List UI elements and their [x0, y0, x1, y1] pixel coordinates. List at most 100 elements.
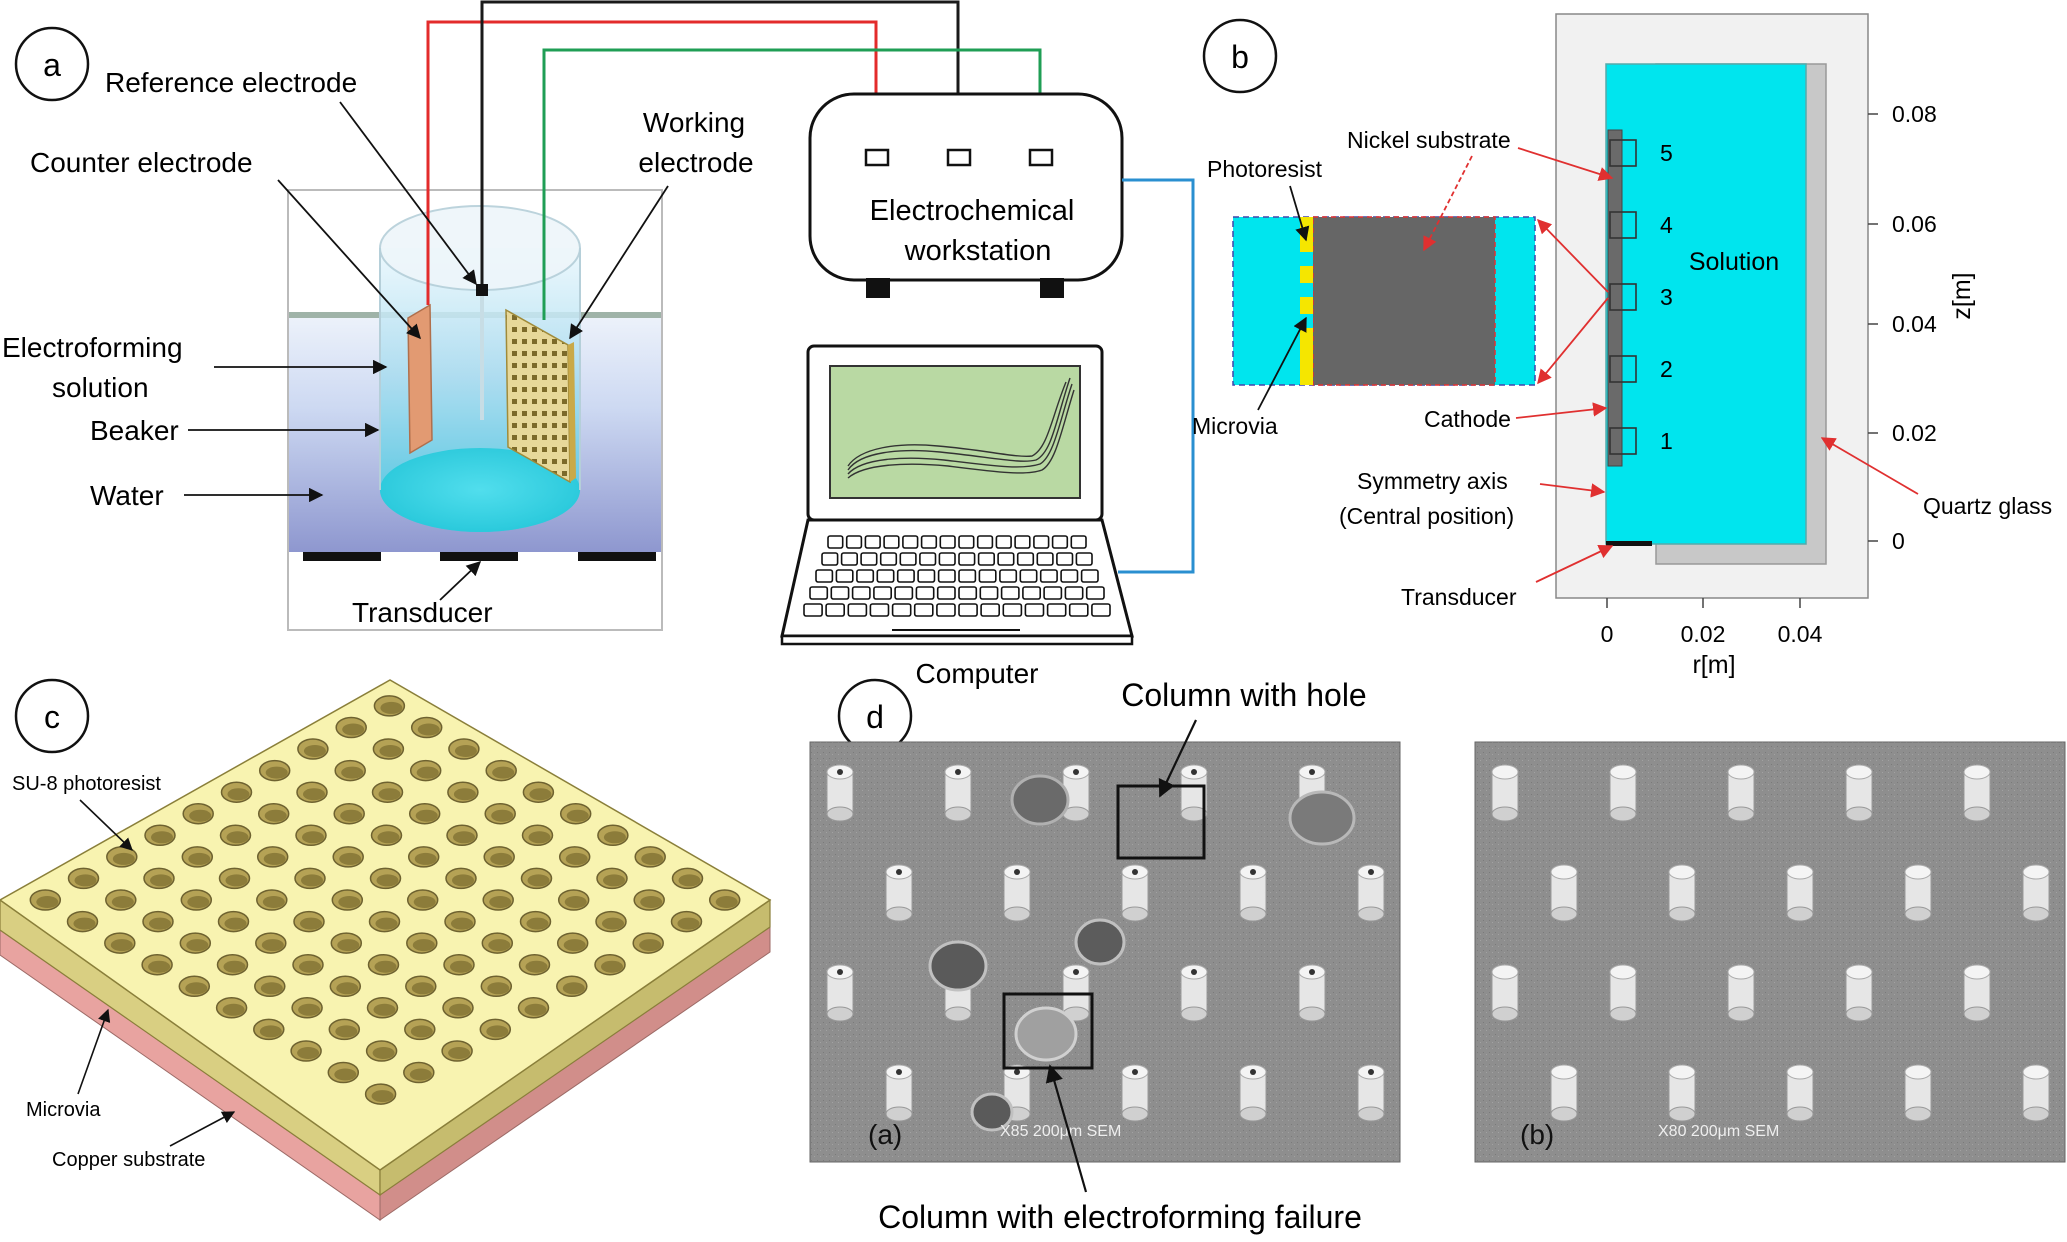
cathode-arrow — [1515, 402, 1608, 419]
panel-a: a — [2, 0, 1195, 689]
transducer-label-b: Transducer — [1401, 584, 1517, 610]
keyboard-key — [899, 552, 917, 566]
keyboard-key — [860, 552, 878, 566]
pillar-top — [1491, 764, 1519, 780]
keyboard-key — [958, 552, 976, 566]
su8-photoresist-label: SU-8 photoresist — [12, 773, 161, 795]
electrochemical-workstation: Electrochemical workstation — [808, 92, 1124, 298]
transducer-label: Transducer — [352, 597, 493, 628]
keyboard-key — [876, 569, 895, 583]
photoresist-arrow — [1289, 185, 1310, 242]
counter-electrode-label: Counter electrode — [30, 147, 253, 178]
microvia-inset — [1232, 216, 1536, 386]
solution-region — [1605, 63, 1807, 545]
keyboard-key — [919, 552, 937, 566]
keyboard-key — [1014, 535, 1031, 549]
keyboard-key — [980, 603, 1000, 617]
computer-label: Computer — [916, 658, 1039, 689]
keyboard-key — [936, 586, 956, 600]
keyboard-key — [999, 569, 1018, 583]
keyboard-key — [873, 586, 893, 600]
nickel-arrow-cathode — [1517, 147, 1614, 181]
panel-c: c SU-8 photoresist Microvia Copper subst… — [0, 678, 772, 1221]
microvia-label-c: Microvia — [26, 1099, 101, 1121]
keyboard-key — [1060, 569, 1079, 583]
pillar-top — [2022, 864, 2050, 880]
keyboard-key — [917, 569, 936, 583]
pillars-left — [826, 764, 1385, 1122]
keyboard-key — [958, 586, 978, 600]
water-label: Water — [90, 480, 164, 511]
keyboard-key — [1051, 535, 1069, 549]
keyboard-key — [958, 603, 978, 617]
probe-label: 3 — [1660, 284, 1673, 310]
microvia-arrow — [1257, 316, 1307, 411]
keyboard-key — [913, 603, 934, 617]
probe-box — [1609, 355, 1637, 383]
pillar-top — [1845, 764, 1873, 780]
workstation-label-1: Electrochemical — [870, 195, 1075, 227]
failure-craters — [928, 774, 1356, 1132]
counter-wire — [480, 0, 960, 284]
symmetry-axis-label-1: Symmetry axis — [1357, 468, 1508, 494]
transducer-bars — [303, 552, 656, 561]
beaker-label: Beaker — [90, 415, 179, 446]
pillar-top — [1668, 1064, 1696, 1080]
workstation-label-2: workstation — [904, 235, 1052, 267]
keyboard-key — [1000, 586, 1020, 600]
copper-arrow — [169, 1111, 236, 1147]
screen-curves — [847, 377, 1075, 479]
probe-box — [1609, 283, 1637, 311]
working-electrode-label-1: Working — [643, 107, 745, 138]
sem-right-tag: (b) — [1520, 1119, 1554, 1150]
pillar-top — [1609, 964, 1637, 980]
probe-label: 1 — [1660, 428, 1673, 454]
probe-box — [1609, 139, 1637, 167]
zoom-line-top — [1536, 218, 1609, 293]
transducer-arrow-b — [1535, 545, 1614, 583]
keyboard-key — [1080, 569, 1099, 583]
reference-electrode-tip — [476, 284, 488, 296]
sem-image-right: (b) X80 200μm SEM — [1474, 741, 2066, 1163]
keyboard-key — [1022, 586, 1042, 600]
keyboard-key — [979, 586, 999, 600]
pillar-top — [1845, 964, 1873, 980]
keyboard-key — [803, 603, 823, 617]
sem-left-tag: (a) — [868, 1119, 902, 1150]
symmetry-axis-label-2: (Central position) — [1339, 503, 1514, 529]
solution-label-2: solution — [52, 372, 149, 403]
keyboard-key — [1091, 603, 1111, 617]
keyboard-key — [939, 535, 956, 549]
panel-a-badge-label: a — [43, 47, 61, 83]
cathode-label: Cathode — [1424, 406, 1511, 432]
r-axis-label: r[m] — [1692, 651, 1735, 679]
keyboard-key — [1024, 603, 1045, 617]
keyboard-key — [995, 535, 1012, 549]
keyboard-key — [1046, 603, 1067, 617]
keyboard-key — [1016, 552, 1035, 566]
keyboard-key — [1085, 586, 1105, 600]
z-tick-label: 0 — [1892, 528, 1905, 554]
nickel-substrate-label: Nickel substrate — [1347, 127, 1511, 153]
pillar-top — [1904, 1064, 1932, 1080]
keyboard-key — [1002, 603, 1023, 617]
column-with-hole-label: Column with hole — [1121, 677, 1366, 713]
pillar-top — [1550, 1064, 1578, 1080]
counter-electrode-plate — [407, 303, 433, 455]
nickel-block — [1312, 216, 1496, 386]
pillar-top — [1609, 764, 1637, 780]
probe-box — [1609, 427, 1637, 455]
keyboard-key — [937, 569, 956, 583]
zoom-line-bottom — [1537, 297, 1609, 385]
probe-label: 4 — [1660, 212, 1673, 238]
photoresist-label: Photoresist — [1207, 156, 1323, 182]
pillar-top — [1963, 964, 1991, 980]
probe-box — [1609, 211, 1637, 239]
keyboard-key — [958, 569, 977, 583]
keyboard-key — [997, 552, 1015, 566]
z-tick-label: 0.02 — [1892, 420, 1937, 446]
keyboard-key — [869, 603, 890, 617]
z-tick-label: 0.06 — [1892, 211, 1937, 237]
